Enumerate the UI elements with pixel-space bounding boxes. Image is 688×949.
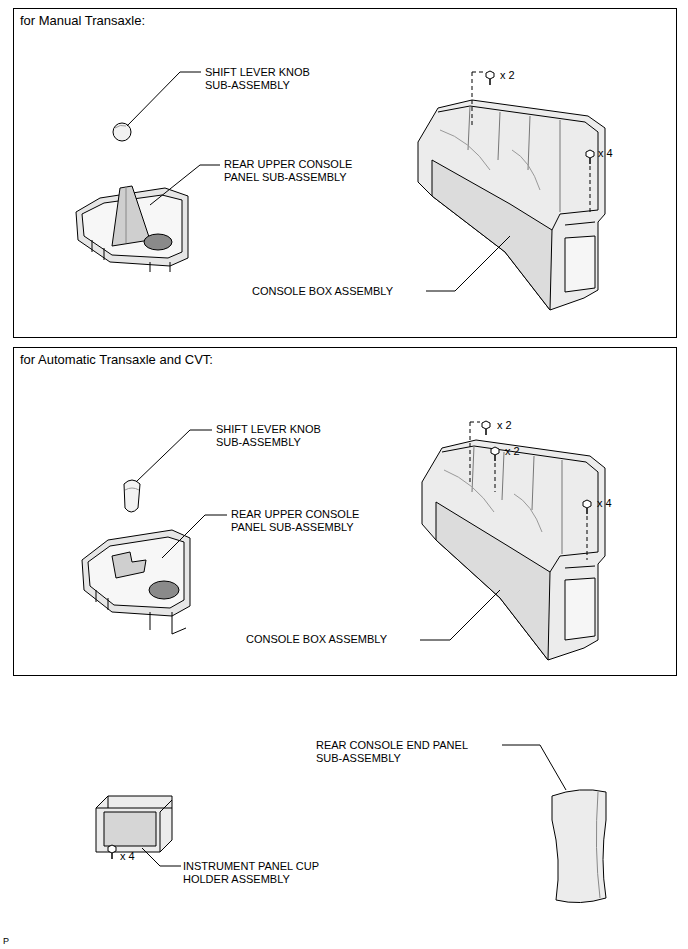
quantity: x 2 (500, 69, 515, 82)
page-mark: P (3, 936, 9, 947)
panel-heading: for Automatic Transaxle and CVT: (14, 348, 676, 368)
panel-heading: for Manual Transaxle: (14, 9, 676, 29)
part-name: REAR CONSOLE END PANEL SUB-ASSEMBLY (316, 739, 481, 765)
part-name: INSTRUMENT PANEL CUP HOLDER ASSEMBLY (183, 860, 333, 886)
quantity: x 4 (120, 850, 135, 863)
console-panel (76, 186, 188, 272)
part-name: CONSOLE BOX ASSEMBLY (252, 285, 393, 298)
cup-holder (96, 796, 172, 852)
end-panel (552, 790, 606, 903)
quantity: x 4 (597, 497, 612, 510)
part-name: CONSOLE BOX ASSEMBLY (246, 633, 387, 646)
part-name: REAR UPPER CONSOLE PANEL SUB-ASSEMBLY (224, 158, 364, 184)
part-name: SHIFT LEVER KNOB SUB-ASSEMBLY (205, 66, 323, 92)
quantity: x 2 (505, 445, 520, 458)
quantity: x 2 (497, 419, 512, 432)
part-name: REAR UPPER CONSOLE PANEL SUB-ASSEMBLY (231, 508, 371, 534)
shift-knob (113, 123, 131, 141)
part-name: SHIFT LEVER KNOB SUB-ASSEMBLY (216, 423, 334, 449)
quantity: x 4 (598, 147, 613, 160)
console-box (422, 440, 605, 660)
shift-knob (124, 480, 140, 512)
console-box (418, 100, 605, 310)
